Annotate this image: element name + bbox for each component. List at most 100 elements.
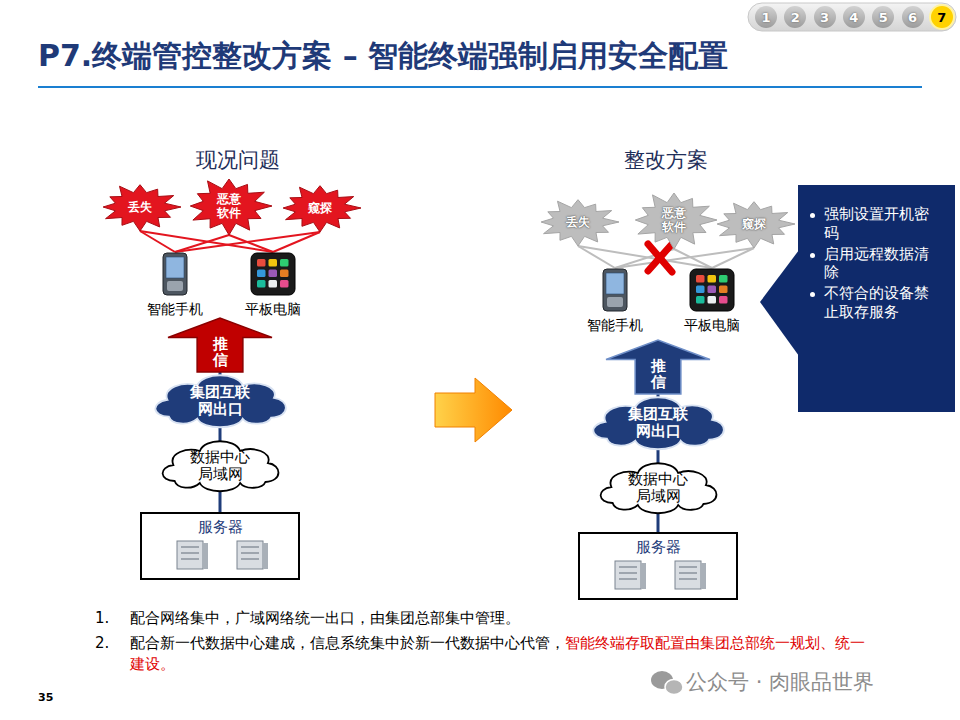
cloud-outline [163,442,279,492]
network-cloud: 集团互联 网出口 [149,375,291,427]
server-slot [619,566,637,568]
nav-step-current: 7 [931,6,953,28]
measures-callout: 强制设置开机密 码启用远程数据清 除不符合的设备禁 止取存服务 [798,185,955,412]
measure-list: 强制设置开机密 码启用远程数据清 除不符合的设备禁 止取存服务 [810,205,947,322]
app-tile [696,286,705,294]
app-tile [719,296,728,304]
nav-step-circle: 2 [784,6,806,28]
node-label: 集团互联 网出口 [188,384,253,419]
burst-outline [717,202,795,248]
server-side [263,543,268,569]
threat-burst: 窥探 [279,184,361,232]
app-tile [696,296,705,304]
node-label: 推信 [213,336,228,369]
phone-body [163,253,187,295]
note-text: 配合新一代数据中心建成，信息系统集中於新一代数据中心代管， [130,634,565,652]
page-number: 35 [38,691,53,704]
node-label: 窥探 [306,201,334,215]
app-tile [696,275,705,283]
node-label: 丢失 [126,200,154,214]
threat-burst: 丢失 [99,183,181,231]
network-cloud: 数据中心 局域网 [595,463,721,513]
app-tile [708,286,717,294]
nav-step-circle: 1 [755,6,777,28]
app-tile [257,259,266,267]
device-label: 智能手机 [587,317,643,335]
server-slot [241,546,259,548]
arrow-outline [606,340,710,394]
server-unit [615,561,641,589]
connector-line [657,513,660,532]
cloud-outline [155,375,285,427]
section-heading: 现况问题 [138,146,338,175]
step-number: 6 [908,10,917,25]
measure-text: 强制设置开机密 码 [824,205,942,243]
burst-outline [190,179,272,235]
push-arrow: 推信 [606,340,710,394]
cloud-outline [593,397,723,449]
transition-arrow [435,378,512,442]
measure-item: 不符合的设备禁 止取存服务 [810,284,947,322]
server-box: 服务器 [578,532,738,600]
push-arrow: 推信 [168,318,272,372]
watermark-icon [651,671,683,695]
app-tile [257,280,266,288]
burst-outline [283,186,361,232]
node-label: 窥探 [740,217,768,231]
step-number: 7 [937,10,946,25]
bullet-dot [810,292,815,297]
app-tile [719,275,728,283]
connector-line [657,449,660,463]
tablet-icon [689,268,735,312]
list-number: 2. [95,634,109,652]
server-side [203,543,208,569]
connector-line [273,232,320,252]
connector-line [175,232,320,252]
connector-line [615,248,754,268]
app-tile [708,296,717,304]
app-tile [269,259,278,267]
connector-line [175,235,229,252]
network-cloud: 集团互联 网出口 [587,397,729,449]
app-tile [708,275,717,283]
nav-step-circle: 6 [902,6,924,28]
server-slot [679,572,697,574]
node-label: 恶意 软件 [660,206,688,235]
step-number: 3 [820,10,829,25]
nav-pill [748,3,956,31]
cross-stroke [648,244,672,271]
blocked-threat-burst: 丢失 [537,198,619,246]
server-slot [181,552,199,554]
watermark: 公众号 · 肉眼品世界 [686,668,874,697]
network-cloud: 数据中心 局域网 [157,441,283,491]
server-unit [237,541,263,569]
burst-outline [103,185,181,231]
nav-step-circle: 4 [843,6,865,28]
server-slot [181,558,199,560]
server-slot [181,546,199,548]
server-slot [679,578,697,580]
watermark: 公众号 · 肉眼品世界 [686,670,874,694]
server-slot [679,566,697,568]
app-tile [257,270,266,278]
blocked-threat-burst: 窥探 [713,200,795,248]
node-label: 数据中心 局域网 [188,449,253,484]
device-label: 智能手机 [147,301,203,319]
cloud-outline [601,464,717,514]
step-number: 4 [849,10,858,25]
app-tile [280,280,289,288]
connector-line [219,427,222,441]
app-tile [719,286,728,294]
section-heading: 现况问题 [196,148,280,172]
app-tile [269,270,278,278]
phone-icon [601,268,629,312]
app-tile [280,259,289,267]
burst-outline [541,200,619,246]
node-label: 服务器 [636,538,681,557]
note-text: 配合新一代数据中心建成，信息系统集中於新一代数据中心代管，智能终端存取配置由集团… [130,633,875,675]
tablet-body [251,253,295,295]
server-icons [603,557,713,593]
node-label: 推信 [651,358,666,391]
slide-title: P7.终端管控整改方案 – 智能终端强制启用安全配置 [38,36,728,77]
list-number: 2. [95,633,109,654]
